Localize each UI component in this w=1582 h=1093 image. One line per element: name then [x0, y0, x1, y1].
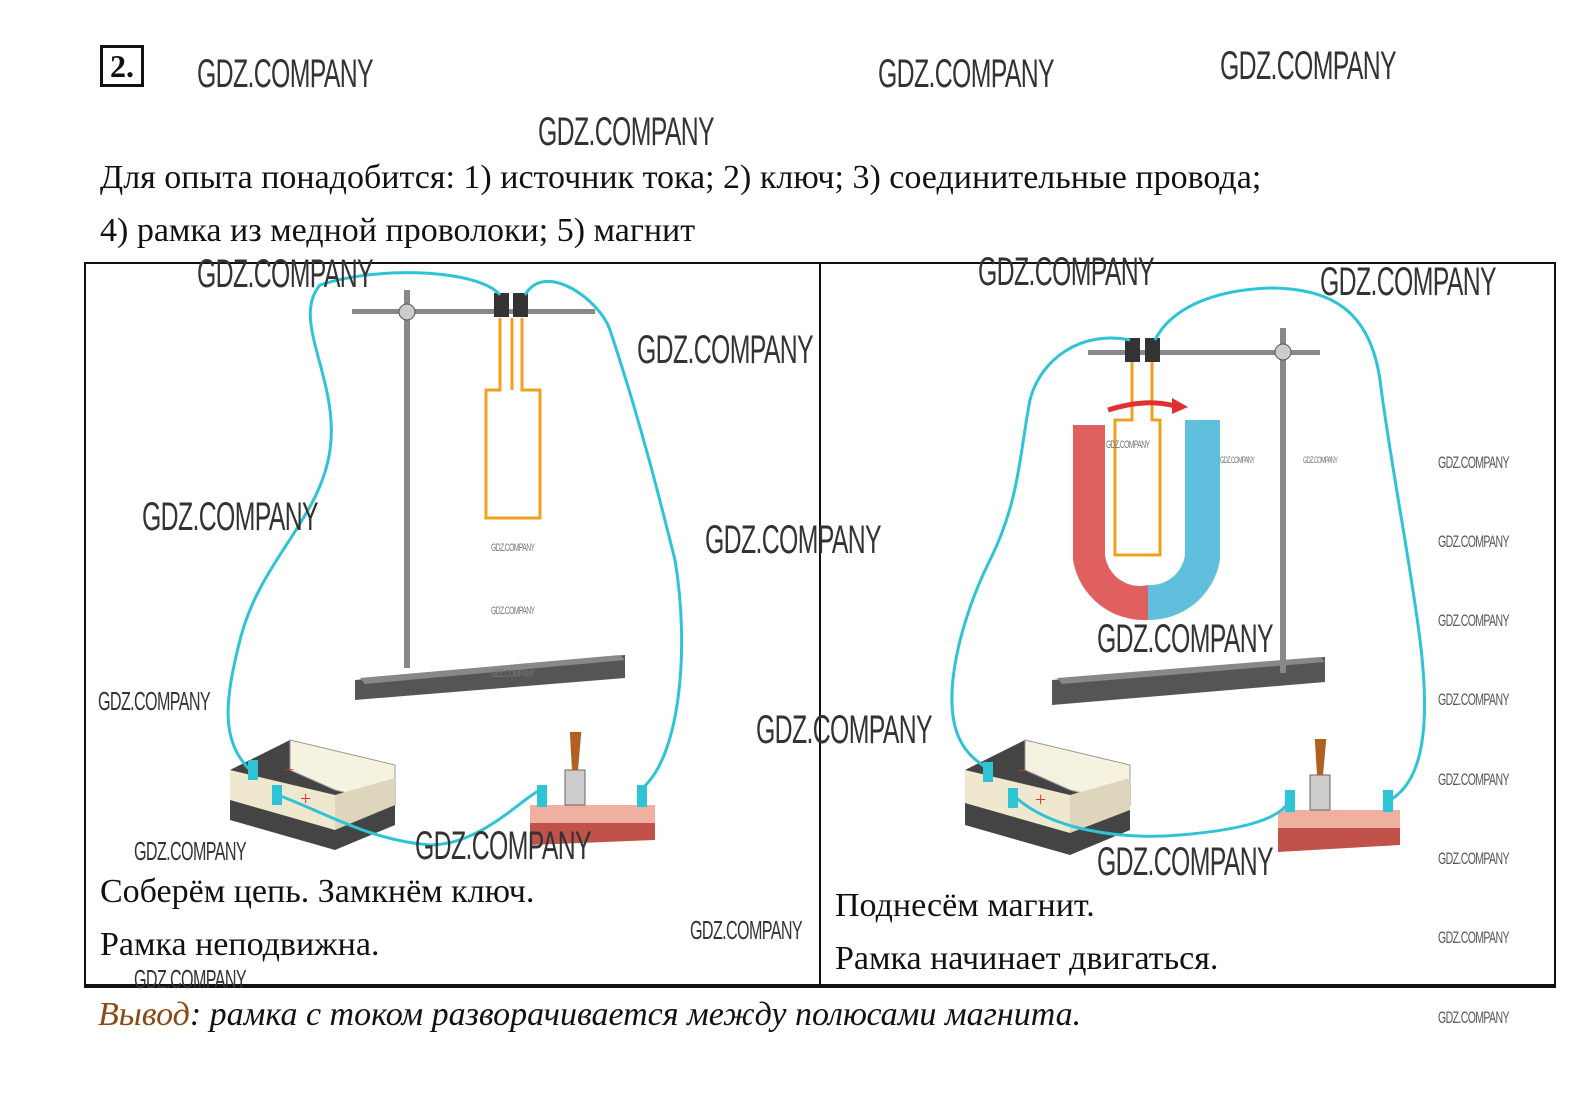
materials-line-1: Для опыта понадобится: 1) источник тока;… — [100, 159, 1262, 196]
watermark: GDZ.COMPANY — [1438, 690, 1509, 709]
watermark: GDZ.COMPANY — [1438, 928, 1509, 947]
stand-crossbar — [352, 309, 595, 314]
switch — [1278, 739, 1400, 852]
left-illustration: − + — [226, 271, 684, 850]
right-step-2: Рамка начинает двигаться. — [835, 940, 1219, 977]
conclusion: Вывод: рамка с током разворачивается меж… — [98, 995, 1081, 1034]
copper-frame — [484, 318, 542, 520]
right-step-1: Поднесём магнит. — [835, 887, 1095, 924]
svg-text:−: − — [285, 762, 294, 779]
watermark: GDZ.COMPANY — [538, 110, 715, 154]
motion-arrow — [1107, 400, 1176, 413]
watermark: GDZ.COMPANY — [491, 668, 535, 680]
conclusion-text: : рамка с током разворачивается между по… — [189, 996, 1082, 1033]
power-source: − + — [230, 739, 396, 850]
stand-base — [355, 655, 625, 700]
watermark: GDZ.COMPANY — [705, 518, 882, 562]
stand-crossbar — [1088, 350, 1320, 355]
terminal — [494, 293, 509, 317]
stand-rod — [1280, 328, 1286, 673]
task-number: 2. — [100, 45, 144, 87]
watermark: GDZ.COMPANY — [134, 964, 247, 994]
conclusion-label: Вывод — [98, 996, 190, 1033]
watermark: GDZ.COMPANY — [1106, 439, 1150, 451]
watermark: GDZ.COMPANY — [756, 708, 933, 752]
watermark: GDZ.COMPANY — [415, 824, 592, 868]
switch — [530, 732, 655, 845]
watermark: GDZ.COMPANY — [134, 836, 247, 866]
watermark: GDZ.COMPANY — [978, 250, 1155, 294]
watermark: GDZ.COMPANY — [1438, 453, 1509, 472]
svg-text:−: − — [1018, 763, 1027, 780]
left-step-1: Соберём цепь. Замкнём ключ. — [100, 873, 535, 910]
connecting-wire — [226, 271, 684, 847]
stand-base — [1052, 657, 1325, 705]
svg-text:+: + — [1035, 789, 1046, 811]
left-step-2: Рамка неподвижна. — [100, 926, 380, 963]
watermark: GDZ.COMPANY — [491, 542, 535, 554]
watermark: GDZ.COMPANY — [1438, 611, 1509, 630]
watermark: GDZ.COMPANY — [1220, 455, 1255, 465]
stand-rod — [404, 290, 410, 668]
watermark: GDZ.COMPANY — [1438, 532, 1509, 551]
watermark: GDZ.COMPANY — [878, 52, 1055, 96]
connecting-wire — [950, 286, 1427, 838]
terminal — [1125, 338, 1140, 362]
watermark: GDZ.COMPANY — [637, 328, 814, 372]
watermark: GDZ.COMPANY — [1097, 840, 1274, 884]
magnet — [1073, 425, 1148, 621]
watermark: GDZ.COMPANY — [1438, 1008, 1509, 1027]
watermark: GDZ.COMPANY — [491, 605, 535, 617]
watermark: GDZ.COMPANY — [1303, 455, 1338, 465]
copper-frame — [1113, 362, 1162, 557]
watermark: GDZ.COMPANY — [197, 252, 374, 296]
watermark: GDZ.COMPANY — [98, 686, 211, 716]
watermark: GDZ.COMPANY — [1097, 617, 1274, 661]
watermark: GDZ.COMPANY — [142, 495, 319, 539]
watermark: GDZ.COMPANY — [1438, 770, 1509, 789]
materials-line-2: 4) рамка из медной проволоки; 5) магнит — [100, 212, 696, 249]
watermark: GDZ.COMPANY — [690, 915, 803, 945]
watermark: GDZ.COMPANY — [1220, 44, 1397, 88]
watermark: GDZ.COMPANY — [197, 52, 374, 96]
table-divider — [819, 262, 821, 986]
power-source: − + — [965, 739, 1131, 855]
svg-text:+: + — [300, 788, 311, 810]
watermark: GDZ.COMPANY — [1438, 849, 1509, 868]
watermark: GDZ.COMPANY — [1320, 260, 1497, 304]
right-illustration: − + — [950, 286, 1427, 855]
